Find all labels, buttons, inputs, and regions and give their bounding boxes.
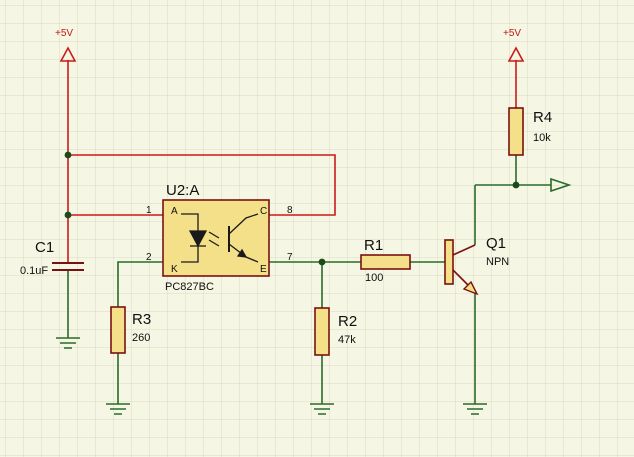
power-symbol-left: +5V [55, 28, 77, 62]
r2-ref: R2 [338, 313, 357, 330]
u2-body [162, 199, 270, 277]
r2-body [314, 307, 330, 356]
u2-pin-a: A [171, 206, 178, 217]
r3-body [110, 306, 126, 354]
u2-pin7: 7 [287, 252, 293, 263]
r4-ref: R4 [533, 109, 552, 126]
phototransistor-icon [228, 213, 259, 263]
r1-body [360, 254, 411, 270]
power-label-left: +5V [55, 28, 73, 39]
wire-cathode [117, 261, 163, 307]
power-wires [67, 60, 517, 263]
junction-dot [64, 151, 72, 159]
output-terminal-icon[interactable] [550, 177, 572, 193]
r4-body [508, 107, 524, 156]
q1-ref: Q1 [486, 235, 506, 252]
u2-pin-c: C [260, 206, 267, 217]
ground-icon [56, 337, 80, 349]
junction-dot [512, 181, 520, 189]
q1-collector-leg [452, 244, 476, 256]
power-arrow-icon [59, 46, 77, 62]
r1-value: 100 [365, 272, 383, 284]
power-arrow-icon [507, 46, 525, 62]
junction-dots [64, 151, 520, 266]
resistor-r1[interactable]: R1 100 [360, 237, 411, 284]
c1-ref: C1 [35, 239, 54, 256]
power-symbol-right: +5V [503, 28, 525, 62]
c1-value: 0.1uF [20, 265, 48, 277]
led-diode-icon [181, 213, 220, 263]
capacitor-c1[interactable]: C1 0.1uF [20, 239, 84, 277]
u2-pin-e: E [260, 264, 267, 275]
r3-ref: R3 [132, 311, 151, 328]
optocoupler-u2[interactable]: U2:A PC827BC 1 2 8 7 A K C E [146, 182, 293, 293]
resistor-r3[interactable]: R3 260 [110, 306, 151, 354]
u2-pin8: 8 [287, 205, 293, 216]
ground-icon [106, 403, 130, 415]
ground-icon [463, 403, 487, 415]
transistor-q1[interactable]: Q1 NPN [444, 235, 509, 296]
r1-ref: R1 [364, 237, 383, 254]
u2-pin1: 1 [146, 205, 152, 216]
r2-value: 47k [338, 334, 356, 346]
u2-pin2: 2 [146, 252, 152, 263]
r4-value: 10k [533, 132, 551, 144]
power-label-right: +5V [503, 28, 521, 39]
ground-symbols [56, 337, 487, 415]
q1-base-bar [444, 239, 454, 285]
junction-dot [64, 211, 72, 219]
q1-type: NPN [486, 256, 509, 268]
r3-value: 260 [132, 332, 150, 344]
u2-part: PC827BC [165, 281, 214, 293]
junction-dot [318, 258, 326, 266]
ground-icon [310, 403, 334, 415]
wire-collector-loop [68, 154, 336, 216]
u2-ref: U2:A [166, 182, 199, 199]
q1-emitter-arrow-icon [462, 280, 479, 296]
u2-pin-k: K [171, 264, 178, 275]
resistor-r2[interactable]: R2 47k [314, 307, 357, 356]
resistor-r4[interactable]: R4 10k [508, 107, 552, 156]
